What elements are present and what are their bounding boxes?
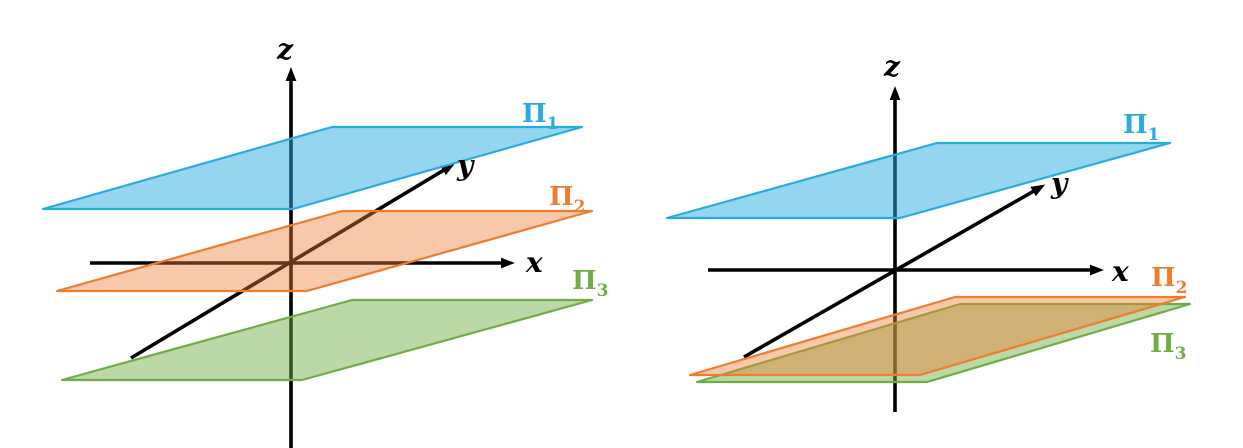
plane-pi3 xyxy=(695,302,1192,384)
pi-symbol: Π xyxy=(572,266,597,296)
right-diagram: z y x Π1 Π2 Π3 xyxy=(665,50,1192,412)
x-axis-label: x xyxy=(1111,255,1129,288)
y-axis-label: y xyxy=(456,149,475,182)
pi-symbol: Π xyxy=(1123,110,1148,140)
plane-pi2 xyxy=(688,295,1187,377)
plane3-label: Π3 xyxy=(572,266,608,301)
plane2-label: Π2 xyxy=(1151,263,1187,298)
pi-subscript: 2 xyxy=(574,197,586,217)
plane1-label: Π1 xyxy=(1123,110,1159,145)
left-diagram: z y x Π1 Π2 Π3 xyxy=(41,33,608,448)
pi-subscript: 1 xyxy=(547,114,559,134)
x-axis-label: x xyxy=(525,246,543,279)
z-axis-label: z xyxy=(883,50,901,83)
z-axis-label: z xyxy=(276,33,294,66)
plane-pi3 xyxy=(60,298,594,382)
pi-subscript: 1 xyxy=(1148,125,1160,145)
plane-pi2 xyxy=(55,209,594,293)
plane-pi1 xyxy=(665,141,1172,220)
plane3-label: Π3 xyxy=(1150,329,1186,364)
pi-symbol: Π xyxy=(549,182,574,212)
plane2-label: Π2 xyxy=(549,182,585,217)
pi-subscript: 2 xyxy=(1176,278,1188,298)
plane1-label: Π1 xyxy=(522,99,558,134)
pi-symbol: Π xyxy=(1151,263,1176,293)
y-axis-label: y xyxy=(1050,167,1069,200)
plane-pi1 xyxy=(41,125,584,211)
pi-symbol: Π xyxy=(522,99,547,129)
pi-symbol: Π xyxy=(1150,329,1175,359)
pi-subscript: 3 xyxy=(1175,344,1187,364)
pi-subscript: 3 xyxy=(597,281,609,301)
y-axis xyxy=(743,184,1046,359)
y-axis xyxy=(130,163,456,360)
